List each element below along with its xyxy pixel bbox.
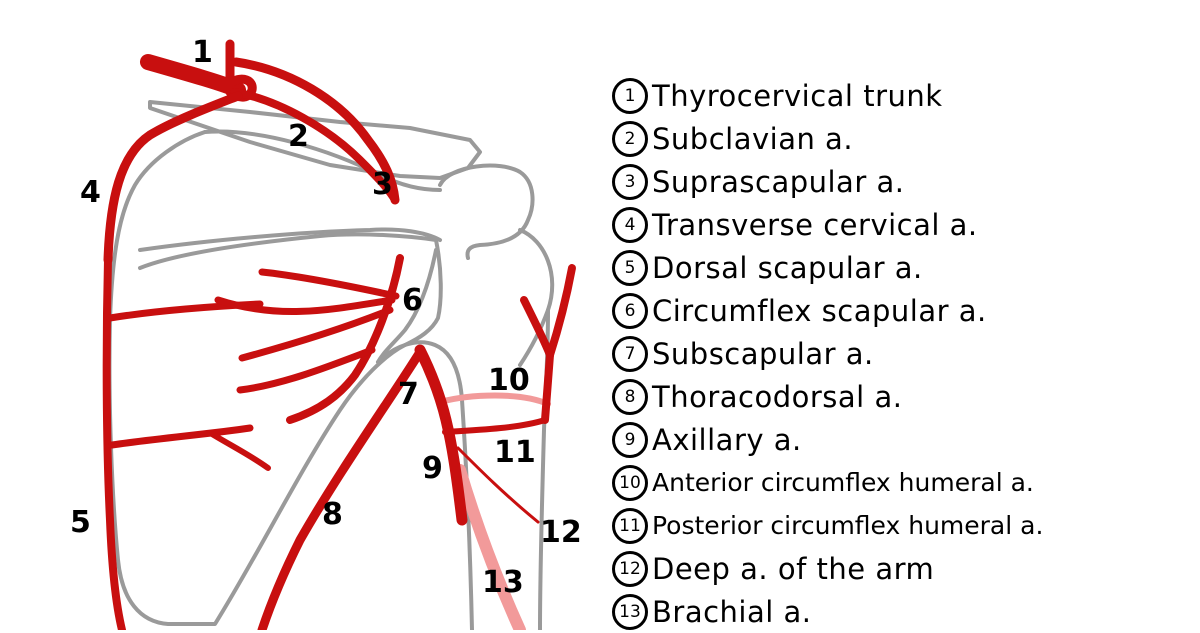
artery-8-thoracodorsal [257, 347, 425, 630]
scapula-and-humerus-outline [107, 100, 555, 630]
humeral-shaft-left-outline [376, 340, 474, 630]
artery-9-axillary [414, 344, 468, 526]
scapular-spine-outline [138, 227, 442, 252]
artery-6-circumflex-scapular-1 [258, 268, 400, 300]
legend-number-circle: 8 [612, 378, 648, 415]
light-arteries [437, 392, 551, 630]
legend-number-circle: 9 [612, 421, 648, 458]
legend-label: Suprascapular a. [652, 164, 905, 199]
legend-number-circle: 1 [612, 77, 648, 114]
legend-label: Deep a. of the arm [652, 551, 935, 586]
legend-label: Transverse cervical a. [652, 207, 978, 242]
artery-10-branch-c [541, 351, 554, 424]
diagram-label-6: 6 [402, 283, 423, 318]
legend-number-circle: 12 [612, 550, 648, 587]
supraspinous-edge-outline [203, 129, 442, 192]
artery-4-transverse-cervical [103, 91, 243, 265]
legend-number-circle: 3 [612, 163, 648, 200]
artery-10-branch-b [520, 296, 554, 359]
artery-10-branch-a [546, 264, 576, 359]
artery-5-branch-mid-b [209, 431, 271, 471]
diagram-label-5: 5 [70, 505, 91, 540]
diagram-label-3: 3 [372, 167, 393, 202]
legend-number-circle: 4 [612, 206, 648, 243]
legend-number-circle: 13 [612, 593, 648, 630]
artery-6-circumflex-scapular-2 [214, 296, 396, 316]
acromion-outline [438, 163, 535, 260]
legend-number-circle: 7 [612, 335, 648, 372]
diagram-label-11: 11 [494, 435, 536, 470]
artery-6-circumflex-scapular-4 [236, 346, 376, 394]
diagram-label-1: 1 [192, 35, 213, 70]
legend-label: Subscapular a. [652, 336, 874, 371]
artery-12-deep-artery-of-arm [456, 446, 540, 524]
artery-3-suprascapular [231, 57, 400, 205]
artery-11-posterior-circumflex-humeral [442, 417, 548, 435]
diagram-label-13: 13 [482, 565, 524, 600]
artery-13-brachial [454, 464, 526, 630]
humeral-head-outline [518, 228, 555, 367]
legend-label: Thoracodorsal a. [652, 379, 903, 414]
legend-label: Dorsal scapular a. [652, 250, 923, 285]
scapula-outline [107, 130, 443, 626]
artery-5-dorsal-scapular [102, 256, 126, 630]
diagram-number-labels: 1 2 3 4 5 6 7 8 9 10 11 12 13 [70, 35, 582, 600]
artery-3-suprascapular-lower [230, 88, 399, 204]
diagram-label-9: 9 [422, 451, 443, 486]
legend-label: Posterior circumflex humeral a. [652, 511, 1044, 540]
legend-number-circle: 5 [612, 249, 648, 286]
artery-5-branch-mid [108, 424, 254, 449]
legend-label: Subclavian a. [652, 121, 854, 156]
legend-number-circle: 11 [612, 507, 648, 544]
legend-label: Anterior circumflex humeral a. [652, 468, 1034, 497]
legend-number-circle: 2 [612, 120, 648, 157]
diagram-label-8: 8 [322, 497, 343, 532]
diagram-label-10: 10 [488, 363, 530, 398]
artery-10-anterior-circumflex-humeral [437, 392, 551, 407]
glenoid-outline [376, 248, 438, 364]
legend-number-circle: 10 [612, 464, 648, 501]
legend-number-circle: 6 [612, 292, 648, 329]
artery-6-circumflex-scapular-3 [238, 306, 394, 362]
legend-label: Brachial a. [652, 594, 812, 629]
diagram-label-4: 4 [80, 175, 101, 210]
diagram-label-2: 2 [288, 119, 309, 154]
diagram-label-7: 7 [398, 377, 419, 412]
diagram-label-12: 12 [540, 515, 582, 550]
legend-label: Axillary a. [652, 422, 802, 457]
legend-label: Thyrocervical trunk [652, 78, 943, 113]
red-arteries [102, 39, 576, 630]
legend-label: Circumflex scapular a. [652, 293, 987, 328]
shoulder-arteries-diagram: 1 2 3 4 5 6 7 8 9 10 11 12 13 [70, 35, 582, 630]
